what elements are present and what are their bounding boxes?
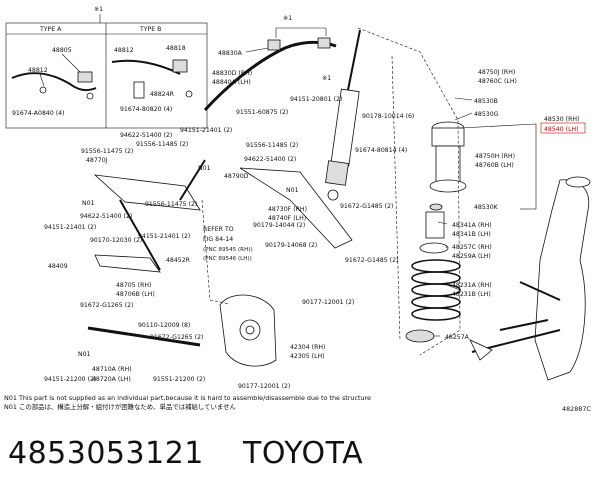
svg-text:48740F (LH): 48740F (LH): [268, 215, 306, 222]
svg-text:48770J: 48770J: [86, 157, 108, 164]
svg-text:48720A (LH): 48720A (LH): [92, 376, 131, 383]
svg-text:48231A (RH): 48231A (RH): [452, 282, 492, 289]
type-a-part-1: 48805: [52, 47, 72, 54]
svg-text:90170-12030 (2): 90170-12030 (2): [90, 237, 142, 244]
svg-text:91556-11485 (2): 91556-11485 (2): [136, 141, 188, 148]
type-b-part-3: 48824R: [150, 91, 175, 98]
svg-text:94622-51400 (2): 94622-51400 (2): [120, 132, 172, 139]
svg-text:48530K: 48530K: [474, 204, 499, 211]
note-text: この部品は、構造上分解・組付けが困難なため、単品では補給していません: [18, 403, 236, 411]
svg-text:N01: N01: [82, 200, 95, 207]
svg-text:48750H (RH): 48750H (RH): [475, 153, 515, 160]
type-a-part-3: 91674-A0840 (4): [12, 110, 65, 117]
note-code: N01: [4, 403, 17, 411]
svg-text:94151-20801 (2): 94151-20801 (2): [290, 96, 342, 103]
svg-text:91556-11475 (2): 91556-11475 (2): [81, 148, 133, 155]
spring-assembly: [357, 27, 467, 356]
svg-text:48730F (RH): 48730F (RH): [268, 206, 307, 213]
label-48540-lh-highlight: 48540 (LH): [544, 126, 579, 133]
note-row-ja: N01 この部品は、構造上分解・組付けが困難なため、単品では補給していません: [4, 403, 596, 412]
svg-text:94151-21401 (2): 94151-21401 (2): [180, 127, 232, 134]
svg-text:94622-51400 (2): 94622-51400 (2): [80, 213, 132, 220]
svg-text:FIG 84-14: FIG 84-14: [203, 236, 233, 243]
stabilizer-bar: ※1 ※1: [203, 15, 337, 112]
svg-text:REFER TO: REFER TO: [203, 226, 234, 233]
svg-text:48341B (LH): 48341B (LH): [452, 231, 491, 238]
svg-text:42305 (LH): 42305 (LH): [290, 353, 325, 360]
shock-absorber: [325, 29, 361, 201]
svg-text:91556-11475 (2): 91556-11475 (2): [145, 201, 197, 208]
type-a-label: TYPE A: [39, 26, 62, 33]
svg-text:91551-21200 (2): 91551-21200 (2): [153, 376, 205, 383]
svg-text:(PNC 89546 (LH)): (PNC 89546 (LH)): [203, 256, 252, 262]
svg-text:48231B (LH): 48231B (LH): [452, 291, 491, 298]
type-b-part-1: 48812: [114, 47, 134, 54]
svg-text:48530B: 48530B: [474, 98, 498, 105]
note-row-en: N01 This part is not supplied as an indi…: [4, 394, 596, 403]
type-b-part-4: 91674-80820 (4): [120, 106, 172, 113]
type-a-part-2: 48812: [28, 67, 48, 74]
svg-text:48530G: 48530G: [474, 111, 499, 118]
svg-text:N01: N01: [286, 187, 299, 194]
svg-text:48409: 48409: [48, 263, 68, 270]
svg-text:※1: ※1: [283, 15, 292, 22]
svg-text:48760B (LH): 48760B (LH): [475, 162, 514, 169]
svg-text:42304 (RH): 42304 (RH): [290, 344, 325, 351]
svg-text:48705 (RH): 48705 (RH): [116, 282, 151, 289]
svg-text:91672-G1485 (2): 91672-G1485 (2): [345, 257, 398, 264]
svg-text:48830D (RH): 48830D (RH): [212, 70, 252, 77]
svg-text:91674-80814 (4): 91674-80814 (4): [355, 147, 407, 154]
label-48530-rh: 48530 (RH): [544, 116, 579, 123]
svg-text:(PNC 89545 (RH)): (PNC 89545 (RH)): [203, 247, 253, 253]
svg-text:90178-10014 (6): 90178-10014 (6): [362, 113, 414, 120]
knuckle-assembly: [469, 176, 591, 381]
svg-text:48750J (RH): 48750J (RH): [478, 69, 515, 76]
svg-text:48706B (LH): 48706B (LH): [116, 291, 155, 298]
svg-text:48257A: 48257A: [445, 334, 470, 341]
svg-text:90179-14068 (2): 90179-14068 (2): [265, 242, 317, 249]
mark-label: ※1: [94, 6, 103, 13]
type-box: TYPE A TYPE B ※1 48805 48812 91674-A0840…: [5, 6, 208, 129]
svg-text:48341A (RH): 48341A (RH): [452, 222, 492, 229]
svg-text:48840A (LH): 48840A (LH): [212, 79, 251, 86]
brand-name: TOYOTA: [243, 436, 364, 471]
svg-text:48452R: 48452R: [166, 257, 191, 264]
parts-diagram: TYPE A TYPE B ※1 48805 48812 91674-A0840…: [5, 6, 591, 390]
svg-text:94151-21401 (2): 94151-21401 (2): [44, 224, 96, 231]
label-48830A: 48830A: [218, 50, 243, 57]
svg-text:48257C (RH): 48257C (RH): [452, 244, 492, 251]
note-code: N01: [4, 394, 17, 402]
leader-lines: [245, 47, 537, 337]
svg-text:91672-G1265 (2): 91672-G1265 (2): [80, 302, 133, 309]
svg-text:94151-21401 (2): 94151-21401 (2): [138, 233, 190, 240]
type-b-part-2: 48818: [166, 45, 186, 52]
svg-text:94151-21200 (2): 94151-21200 (2): [44, 376, 96, 383]
svg-text:91672-G1485 (2): 91672-G1485 (2): [340, 203, 393, 210]
svg-text:91672-G1265 (2): 91672-G1265 (2): [150, 334, 203, 341]
svg-text:48790D: 48790D: [224, 173, 249, 180]
svg-text:48760C (LH): 48760C (LH): [478, 78, 517, 85]
note-text: This part is not supplied as an individu…: [18, 394, 371, 402]
svg-text:90177-12001 (2): 90177-12001 (2): [302, 299, 354, 306]
part-number: 4853053121: [8, 436, 204, 471]
svg-text:94622-51400 (2): 94622-51400 (2): [244, 156, 296, 163]
svg-text:N01: N01: [198, 165, 211, 172]
notes: N01 This part is not supplied as an indi…: [4, 394, 596, 412]
figure-code: 482887C: [562, 405, 591, 413]
svg-text:※1: ※1: [322, 75, 331, 82]
svg-text:48710A (RH): 48710A (RH): [92, 366, 132, 373]
part-labels: 48830A 48830D (RH) 48840A (LH) 94151-208…: [44, 50, 586, 390]
suspension-arms: [87, 159, 353, 367]
svg-text:91556-11485 (2): 91556-11485 (2): [246, 142, 298, 149]
svg-text:90177-12001 (2): 90177-12001 (2): [238, 383, 290, 390]
svg-text:48259A (LH): 48259A (LH): [452, 253, 491, 260]
svg-text:90179-14044 (2): 90179-14044 (2): [253, 222, 305, 229]
svg-text:90110-12009 (8): 90110-12009 (8): [138, 322, 190, 329]
svg-text:N01: N01: [78, 351, 91, 358]
refer-to: REFER TO FIG 84-14 (PNC 89545 (RH)) (PNC…: [203, 226, 253, 262]
svg-text:91551-60875 (2): 91551-60875 (2): [236, 109, 288, 116]
type-b-label: TYPE B: [139, 26, 161, 33]
